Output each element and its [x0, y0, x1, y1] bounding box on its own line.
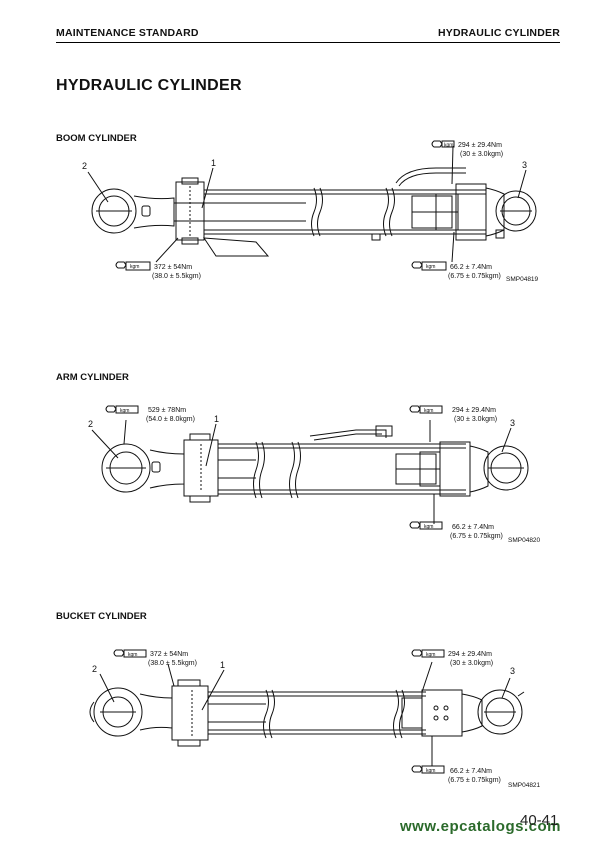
callout-3: 3 — [522, 160, 527, 170]
torque-value: 529 ± 78Nm — [148, 407, 186, 414]
torque-icon-label: kgm — [426, 264, 435, 270]
wrench-icon — [113, 649, 147, 658]
arm-cylinder-figure: 2 1 3 kgm 529 ± 78Nm (54.0 ± 8.0kgm) kgm… — [56, 398, 560, 550]
torque-value: 294 ± 29.4Nm — [448, 651, 492, 658]
callout-1: 1 — [220, 660, 225, 670]
drawing-id: SMP04820 — [508, 537, 541, 544]
wrench-icon — [409, 405, 443, 414]
torque-value: 372 ± 54Nm — [154, 264, 192, 271]
torque-icon-label: kgm — [120, 408, 129, 414]
bucket-cylinder-title: BUCKET CYLINDER — [56, 611, 147, 622]
drawing-id: SMP04821 — [508, 782, 541, 789]
header-rule — [56, 42, 560, 43]
torque-value-kgm: (30 ± 3.0kgm) — [450, 660, 493, 667]
torque-icon-label: kgm — [444, 143, 453, 149]
bucket-cylinder-figure: 2 1 3 kgm 372 ± 54Nm (38.0 ± 5.5kgm) kgm… — [56, 640, 560, 800]
torque-icon-label: kgm — [130, 264, 139, 270]
torque-value: 294 ± 29.4Nm — [452, 407, 496, 414]
torque-icon-label: kgm — [128, 652, 137, 658]
callout-2: 2 — [88, 419, 93, 429]
torque-value-kgm: (38.0 ± 5.5kgm) — [152, 273, 201, 280]
callout-1: 1 — [214, 414, 219, 424]
wrench-icon — [411, 765, 445, 774]
boom-cylinder-title: BOOM CYLINDER — [56, 133, 137, 144]
torque-icon-label: kgm — [426, 768, 435, 774]
callout-2: 2 — [92, 664, 97, 674]
watermark: www.epcatalogs.com — [400, 818, 561, 835]
page-title: HYDRAULIC CYLINDER — [56, 77, 242, 94]
left-eye-outer — [91, 188, 137, 234]
arm-cylinder-title: ARM CYLINDER — [56, 372, 129, 383]
drawing-id: SMP04819 — [506, 276, 539, 283]
header-left: MAINTENANCE STANDARD — [56, 27, 199, 39]
wrench-icon — [105, 405, 139, 414]
torque-value-kgm: (54.0 ± 8.0kgm) — [146, 416, 195, 423]
torque-icon-label: kgm — [426, 652, 435, 658]
torque-value-kgm: (6.75 ± 0.75kgm) — [450, 533, 503, 540]
page-number: 40-41 — [520, 812, 559, 829]
callout-3: 3 — [510, 418, 515, 428]
torque-icon-label: kgm — [424, 408, 433, 414]
torque-value-kgm: (6.75 ± 0.75kgm) — [448, 273, 501, 280]
wrench-icon — [431, 140, 455, 148]
wrench-icon — [411, 261, 447, 271]
torque-value-kgm: (38.0 ± 5.5kgm) — [148, 660, 197, 667]
torque-value: 66.2 ± 7.4Nm — [450, 768, 492, 775]
torque-value-kgm: (6.75 ± 0.75kgm) — [448, 777, 501, 784]
torque-value: 372 ± 54Nm — [150, 651, 188, 658]
torque-value-kgm: (30 ± 3.0kgm) — [460, 151, 503, 158]
wrench-icon — [115, 261, 151, 271]
header-right: HYDRAULIC CYLINDER — [437, 27, 560, 39]
wrench-icon — [409, 521, 443, 530]
callout-3: 3 — [510, 666, 515, 676]
callout-1: 1 — [211, 158, 216, 168]
torque-value-kgm: (30 ± 3.0kgm) — [454, 416, 497, 423]
boom-cylinder-figure: 2 1 3 kgm 294 ± 29.4Nm (30 ± 3.0kgm) kgm… — [56, 138, 560, 298]
torque-icon-label: kgm — [424, 524, 433, 530]
torque-value: 294 ± 29.4Nm — [458, 142, 502, 149]
torque-value: 66.2 ± 7.4Nm — [450, 264, 492, 271]
callout-2: 2 — [82, 161, 87, 171]
torque-value: 66.2 ± 7.4Nm — [452, 524, 494, 531]
wrench-icon — [411, 649, 445, 658]
